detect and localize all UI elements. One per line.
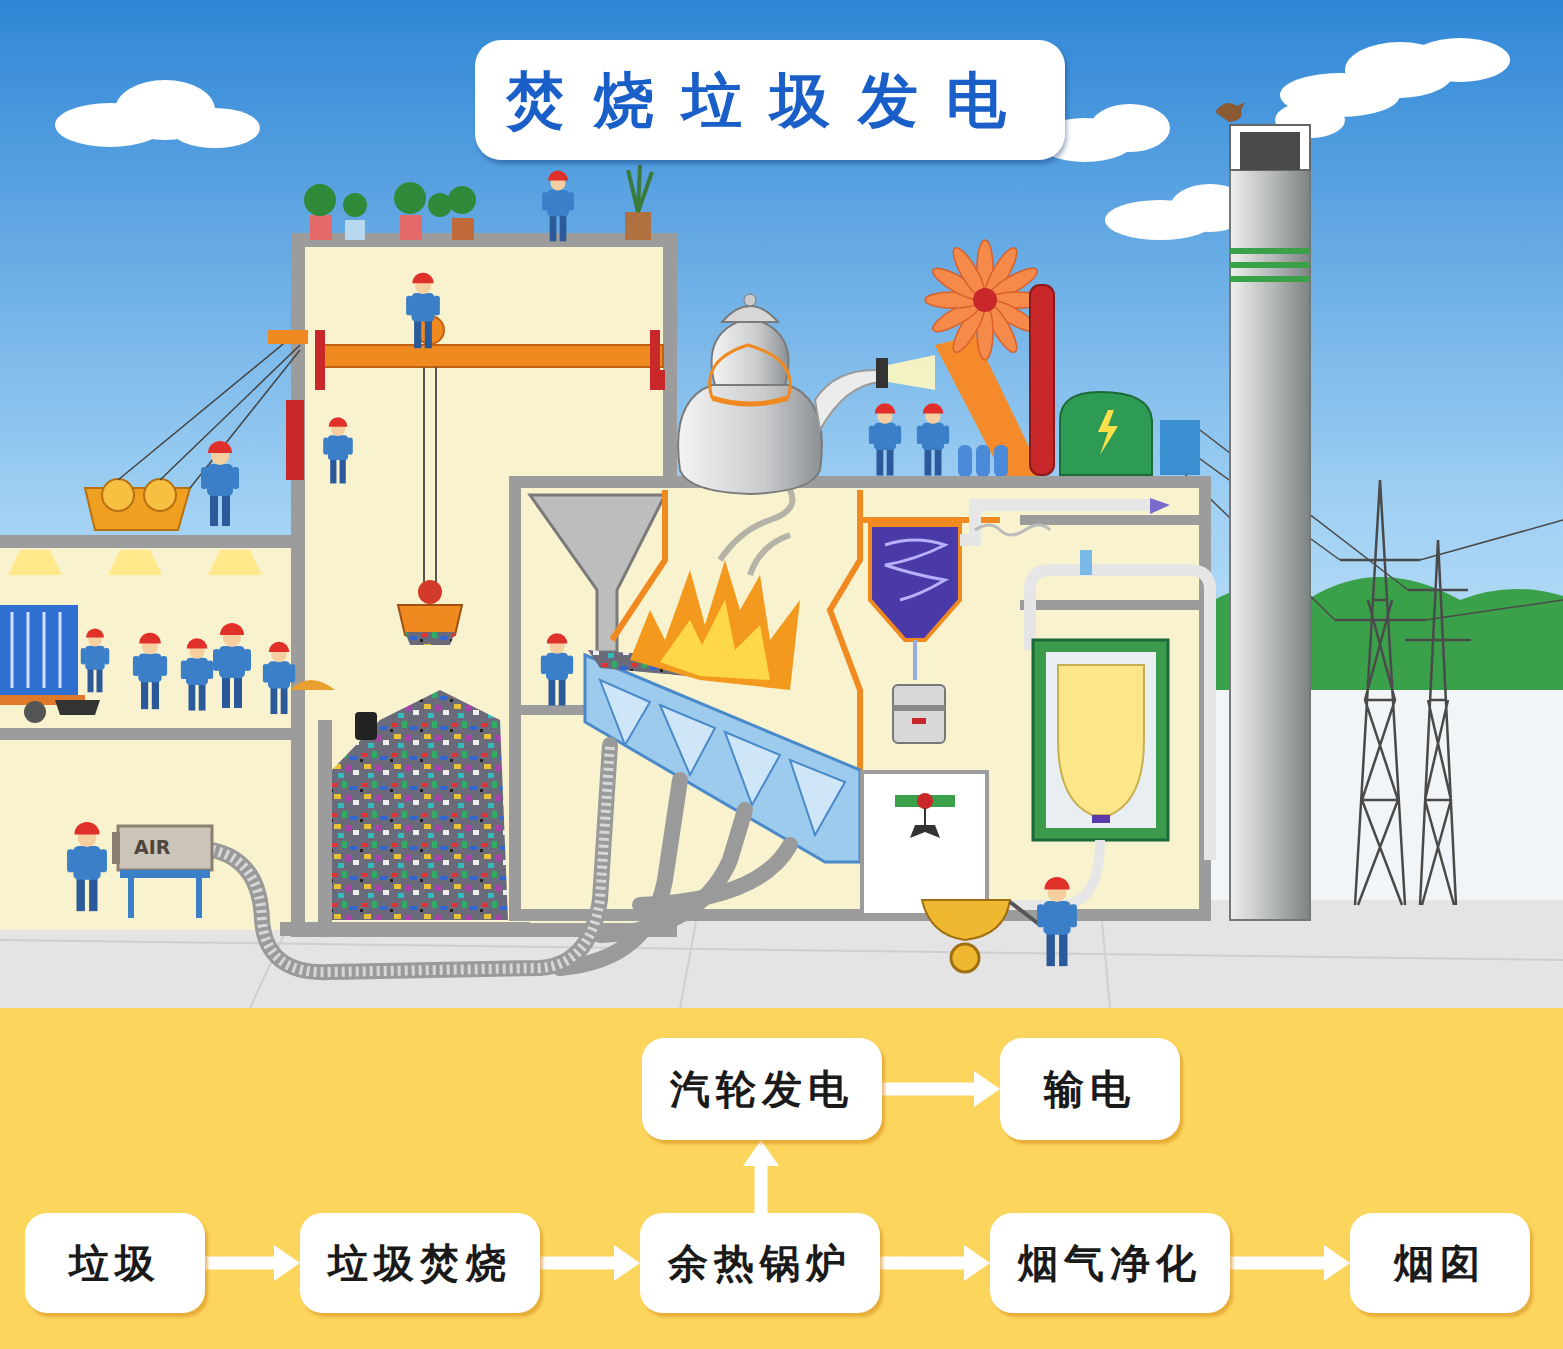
box-label: 余热锅炉 [668,1239,852,1287]
process-box: 烟囱 [1350,1213,1530,1313]
flow-arrow [743,1140,779,1213]
box-label: 输电 [1044,1065,1136,1113]
arrow-shaft [882,1083,976,1096]
arrow-shaft [1230,1257,1326,1270]
box-label: 烟囱 [1394,1239,1486,1287]
title-banner: 焚烧垃圾发电 [475,40,1065,160]
arrow-shaft [755,1164,768,1213]
process-box: 烟气净化 [990,1213,1230,1313]
process-box: 垃圾 [25,1213,205,1313]
arrow-shaft [205,1257,276,1270]
box-label: 烟气净化 [1018,1239,1202,1287]
process-box: 余热锅炉 [640,1213,880,1313]
flow-arrow [880,1245,990,1281]
process-box: 输电 [1000,1038,1180,1140]
arrow-head [614,1245,640,1281]
arrow-shaft [540,1257,616,1270]
box-label: 垃圾 [69,1239,161,1287]
box-label: 汽轮发电 [670,1065,854,1113]
arrow-head [743,1140,779,1166]
arrow-head [974,1071,1000,1107]
arrow-head [1324,1245,1350,1281]
flow-arrow [205,1245,300,1281]
arrow-head [274,1245,300,1281]
flow-arrow [540,1245,640,1281]
process-box: 垃圾焚烧 [300,1213,540,1313]
air-label: AIR [134,838,170,857]
arrow-head [964,1245,990,1281]
arrow-shaft [880,1257,966,1270]
flow-arrow [1230,1245,1350,1281]
process-box: 汽轮发电 [642,1038,882,1140]
box-label: 垃圾焚烧 [328,1239,512,1287]
title-text: 焚烧垃圾发电 [506,64,1034,136]
flow-arrow [882,1071,1000,1107]
